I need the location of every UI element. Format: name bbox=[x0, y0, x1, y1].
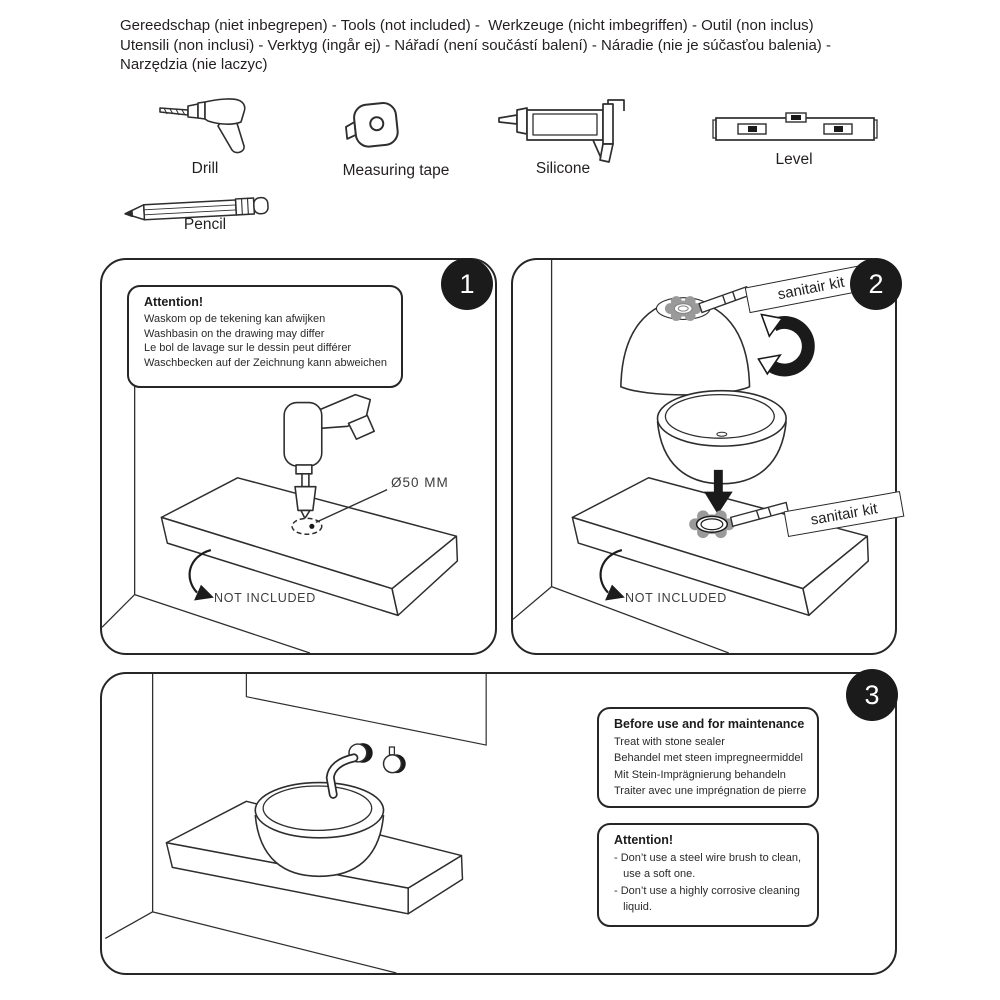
down-arrow-icon bbox=[704, 469, 733, 515]
tools-notice-line: Utensili (non inclusi) - Verktyg (ingår … bbox=[120, 36, 831, 54]
not-included-label: NOT INCLUDED bbox=[625, 591, 727, 605]
leader-line bbox=[315, 489, 388, 523]
attention-line: use a soft one. bbox=[614, 868, 696, 881]
tool-label-drill: Drill bbox=[191, 160, 219, 177]
drill-hole-mark bbox=[291, 517, 323, 535]
attention-line: - Don’t use a highly corrosive cleaning bbox=[614, 884, 800, 897]
level-icon bbox=[712, 112, 878, 141]
attention-line: liquid. bbox=[614, 901, 652, 914]
faucet-knob-drawing bbox=[382, 746, 406, 774]
before-use-box: Before use and for maintenance Treat wit… bbox=[597, 707, 819, 808]
before-use-line: Traiter avec une imprégnation de pierre bbox=[614, 785, 807, 798]
curved-arrow-icon bbox=[599, 548, 625, 601]
tools-notice-line: Gereedschap (niet inbegrepen) - Tools (n… bbox=[120, 17, 814, 34]
drill-icon bbox=[159, 98, 246, 154]
step-1-panel: Attention! Waskom op de tekening kan afw… bbox=[100, 258, 497, 655]
step-3-panel: Before use and for maintenance Treat wit… bbox=[100, 672, 897, 975]
step-3-badge: 3 bbox=[846, 669, 898, 721]
curved-arrow-icon bbox=[188, 548, 214, 601]
step-1-badge: 1 bbox=[441, 258, 493, 310]
before-use-line: Treat with stone sealer bbox=[614, 736, 725, 748]
measuring-tape-icon bbox=[345, 102, 399, 148]
step-1-drawing bbox=[102, 385, 459, 653]
basin-bowl-drawing bbox=[254, 781, 385, 878]
silicone-gun-icon bbox=[498, 99, 625, 163]
kit-applicator bbox=[698, 285, 750, 314]
before-use-title: Before use and for maintenance bbox=[614, 717, 805, 731]
pencil-icon bbox=[124, 196, 269, 221]
step-3-drawing bbox=[104, 674, 487, 973]
attention-title: Attention! bbox=[144, 295, 204, 309]
basin-bowl-drawing bbox=[656, 389, 787, 485]
rotate-arrow-icon bbox=[757, 313, 815, 377]
drill-drawing bbox=[283, 393, 376, 520]
step-2-badge: 2 bbox=[850, 258, 902, 310]
attention-box: Attention! Waskom op de tekening kan afw… bbox=[127, 285, 403, 388]
tool-label-pencil: Pencil bbox=[183, 216, 227, 233]
tool-label-measuring-tape: Measuring tape bbox=[342, 162, 450, 179]
not-included-label: NOT INCLUDED bbox=[214, 591, 316, 605]
attention-line: Le bol de lavage sur le dessin peut diff… bbox=[144, 342, 352, 355]
tools-notice-line: Narzędzia (nie laczyc) bbox=[120, 56, 268, 73]
faucet-drawing bbox=[325, 743, 373, 799]
tool-label-level: Level bbox=[775, 151, 813, 168]
before-use-line: Behandel met steen impregneermiddel bbox=[614, 752, 803, 765]
gasket-drawing bbox=[689, 510, 735, 539]
mirror-outline bbox=[245, 674, 487, 746]
attention-line: - Don’t use a steel wire brush to clean, bbox=[614, 852, 802, 864]
step-2-panel: sanitair kit sanitair kit NOT INCLUDED bbox=[511, 258, 905, 655]
attention-title: Attention! bbox=[614, 833, 674, 847]
attention-box: Attention! - Don’t use a steel wire brus… bbox=[597, 823, 819, 927]
basin-upside-down-drawing bbox=[620, 296, 751, 396]
hole-diameter-label: Ø50 MM bbox=[391, 475, 449, 490]
attention-line: Waschbecken auf der Zeichnung kann abwei… bbox=[144, 356, 387, 369]
step-2-drawing bbox=[513, 260, 870, 653]
attention-line: Washbasin on the drawing may differ bbox=[144, 327, 325, 340]
tools-notice: Gereedschap (niet inbegrepen) - Tools (n… bbox=[120, 16, 910, 75]
before-use-line: Mit Stein-Imprägnierung behandeln bbox=[614, 768, 786, 781]
tool-label-silicone: Silicone bbox=[535, 160, 591, 177]
attention-line: Waskom op de tekening kan afwijken bbox=[144, 313, 326, 325]
